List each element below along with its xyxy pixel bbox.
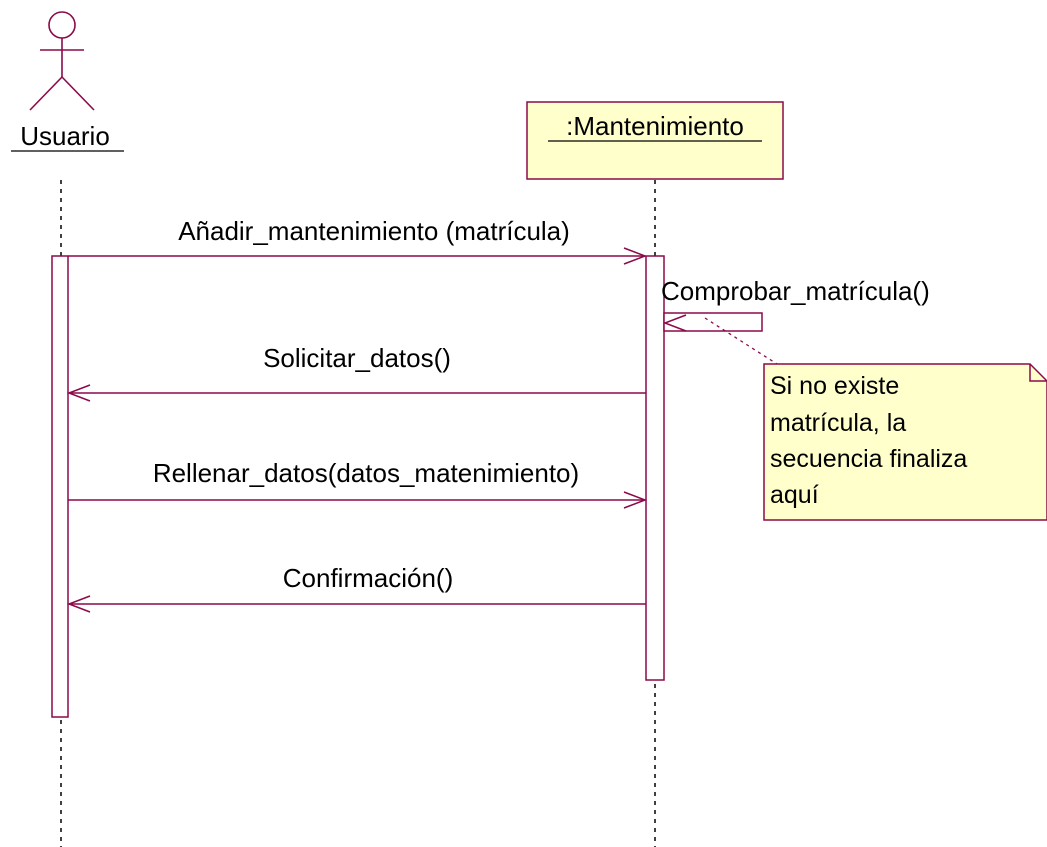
object-mantenimiento[interactable]: :Mantenimiento bbox=[526, 101, 784, 180]
message-label: Comprobar_matrícula() bbox=[661, 276, 930, 306]
stick-figure-icon bbox=[29, 11, 95, 111]
note[interactable]: Si no existe matrícula, la secuencia fin… bbox=[763, 363, 1047, 521]
arrowhead-icon bbox=[66, 595, 91, 613]
message-label: Confirmación() bbox=[283, 563, 454, 593]
activation-bar-usuario bbox=[51, 255, 69, 718]
arrowhead-icon bbox=[66, 384, 91, 402]
note-box bbox=[763, 363, 1047, 521]
message-comprobar-matricula[interactable]: Comprobar_matrícula() bbox=[661, 276, 930, 332]
actor-usuario[interactable]: Usuario bbox=[11, 11, 124, 152]
note-line: secuencia finaliza bbox=[770, 445, 967, 473]
message-label: Rellenar_datos(datos_matenimiento) bbox=[153, 458, 579, 488]
message-label: Solicitar_datos() bbox=[263, 343, 451, 373]
arrowhead-icon bbox=[662, 314, 687, 332]
note-fold-icon bbox=[1029, 364, 1047, 382]
actor-name: Usuario bbox=[20, 121, 110, 151]
note-line: matrícula, la bbox=[770, 409, 906, 437]
object-name: :Mantenimiento bbox=[566, 111, 744, 141]
message-label: Añadir_mantenimiento (matrícula) bbox=[178, 216, 570, 246]
note-connector bbox=[704, 317, 778, 365]
arrowhead-icon bbox=[623, 491, 648, 509]
message-rellenar-datos[interactable]: Rellenar_datos(datos_matenimiento) bbox=[68, 458, 648, 509]
self-activation-bar bbox=[663, 312, 763, 332]
message-solicitar-datos[interactable]: Solicitar_datos() bbox=[66, 343, 646, 402]
note-line: aquí bbox=[770, 481, 819, 509]
message-anadir-mantenimiento[interactable]: Añadir_mantenimiento (matrícula) bbox=[68, 216, 648, 265]
activation-bar-mantenimiento bbox=[645, 255, 665, 681]
note-line: Si no existe bbox=[770, 372, 899, 400]
arrowhead-icon bbox=[623, 247, 648, 265]
message-confirmacion[interactable]: Confirmación() bbox=[66, 563, 646, 613]
